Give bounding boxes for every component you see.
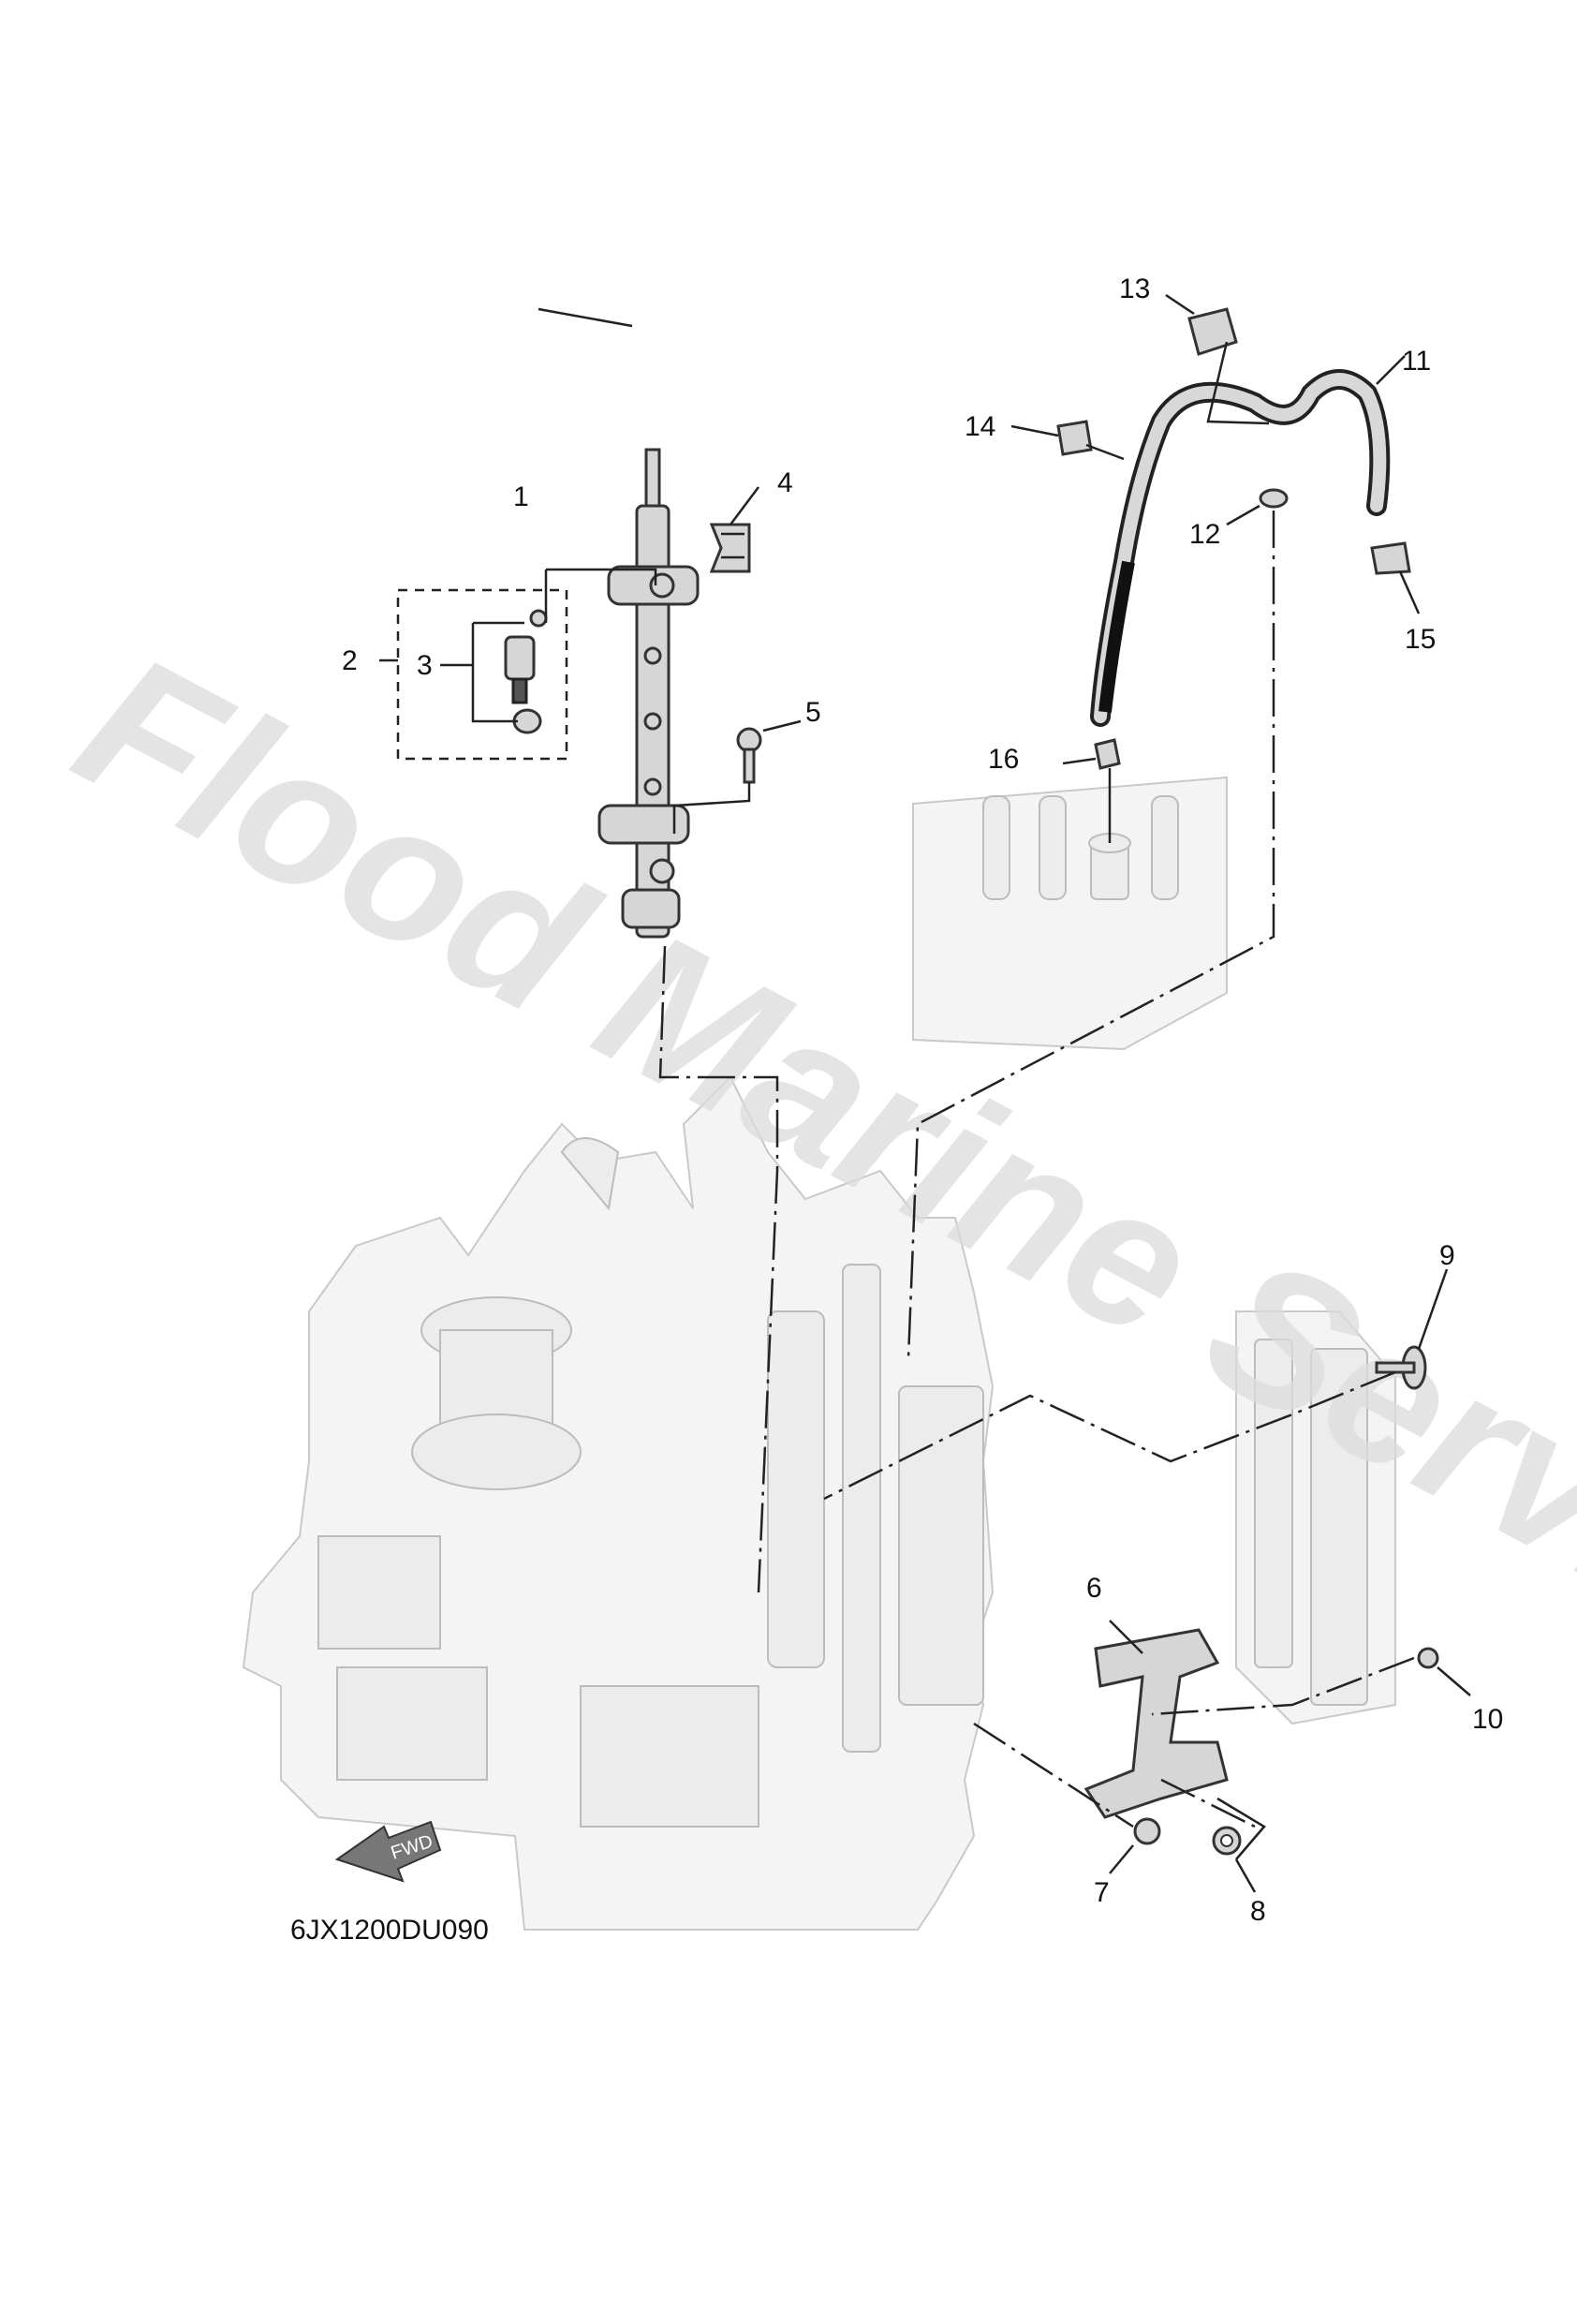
engine-block-ghost <box>242 1075 995 1931</box>
callout-1: 1 <box>513 481 529 512</box>
callout-14: 14 <box>965 411 995 442</box>
callout-13: 13 <box>1119 274 1150 304</box>
bracket-part-6 <box>1083 1628 1229 1819</box>
clamp-part-15 <box>1370 541 1411 575</box>
callout-10: 10 <box>1472 1704 1503 1735</box>
callout-5: 5 <box>805 697 821 728</box>
washer-part-10 <box>1417 1647 1439 1669</box>
fuel-hose-part-11 <box>1090 369 1391 727</box>
clamp-part-16 <box>1094 738 1121 770</box>
clip-part-4 <box>709 523 751 573</box>
callout-11: 11 <box>1402 346 1431 377</box>
clamp-part-12 <box>1259 488 1289 509</box>
callout-12: 12 <box>1189 519 1220 550</box>
callout-6: 6 <box>1086 1573 1102 1604</box>
leader-lines <box>379 293 1471 1893</box>
electrical-box-ghost <box>1235 1310 1396 1725</box>
callout-8: 8 <box>1250 1896 1266 1927</box>
fuel-rail <box>597 448 700 939</box>
connection-lines <box>658 511 1415 1828</box>
callout-3: 3 <box>417 650 433 681</box>
drawing-code: 6JX1200DU090 <box>290 1915 489 1946</box>
grommet-part-9 <box>1375 1345 1427 1390</box>
bolt-part-5 <box>736 727 762 784</box>
callout-9: 9 <box>1439 1240 1455 1271</box>
callout-2: 2 <box>342 645 358 676</box>
callout-4: 4 <box>777 467 793 498</box>
callout-15: 15 <box>1405 624 1436 655</box>
callout-labels: 1 2 3 4 5 6 7 8 9 10 11 12 13 14 15 16 <box>342 274 1503 1927</box>
bolt-part-7 <box>1133 1817 1161 1845</box>
forward-arrow-icon: FWD <box>334 1820 442 1883</box>
nut-part-8 <box>1212 1826 1242 1856</box>
clamp-part-14 <box>1056 420 1093 456</box>
callout-16: 16 <box>988 744 1019 775</box>
clamp-part-13 <box>1187 307 1238 356</box>
callout-7: 7 <box>1094 1877 1110 1908</box>
injector-kit-box <box>396 588 568 761</box>
cylinder-head-inset <box>912 776 1228 1051</box>
